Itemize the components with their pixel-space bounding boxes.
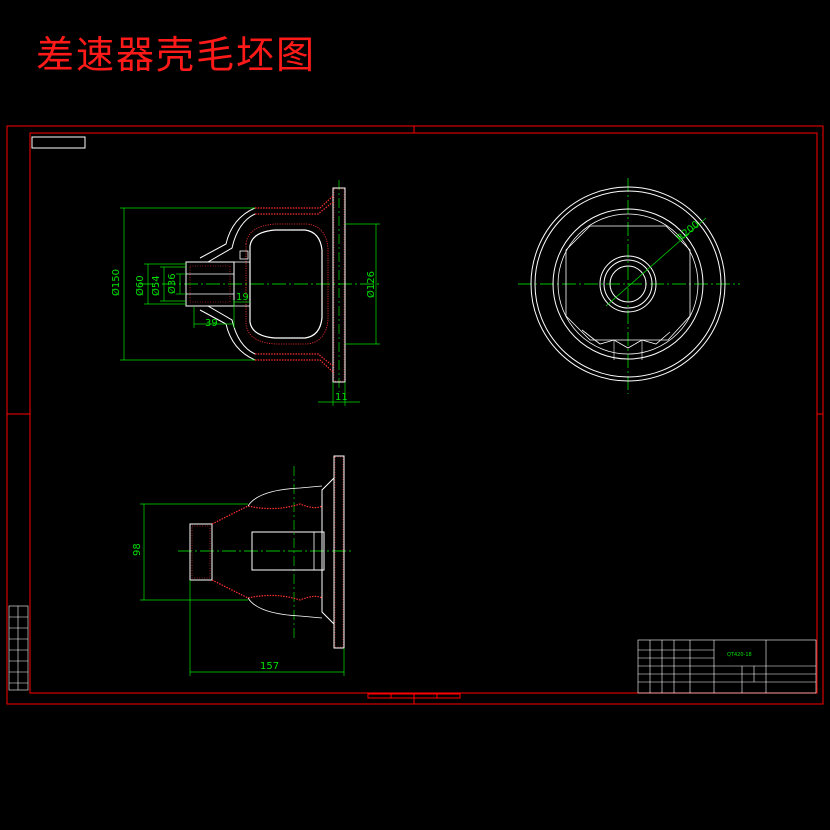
- dim-d54: Ø54: [150, 275, 162, 296]
- side-view: [178, 455, 352, 649]
- dim-r200: R200: [675, 219, 702, 244]
- dim-d157: 157: [260, 661, 279, 672]
- dim-d150: Ø150: [110, 269, 122, 296]
- drawing-title: 差速器壳毛坯图: [36, 33, 317, 77]
- dim-d19: 19: [236, 292, 249, 303]
- end-view: [518, 178, 740, 394]
- dim-d36: Ø36: [166, 273, 178, 294]
- dim-d39: 39: [205, 318, 218, 329]
- dim-d60: Ø60: [134, 275, 146, 296]
- drawing-number: QT420-18: [727, 652, 752, 658]
- title-block: [637, 639, 817, 694]
- side-stamp-column: [8, 605, 29, 691]
- dim-d11: 11: [335, 392, 348, 403]
- dim-d126: Ø126: [365, 271, 377, 298]
- front-view-dimensions: [120, 207, 380, 406]
- dim-d98: 98: [132, 543, 143, 556]
- drawing-frame: [6, 125, 824, 705]
- side-view-dimensions: [140, 503, 345, 676]
